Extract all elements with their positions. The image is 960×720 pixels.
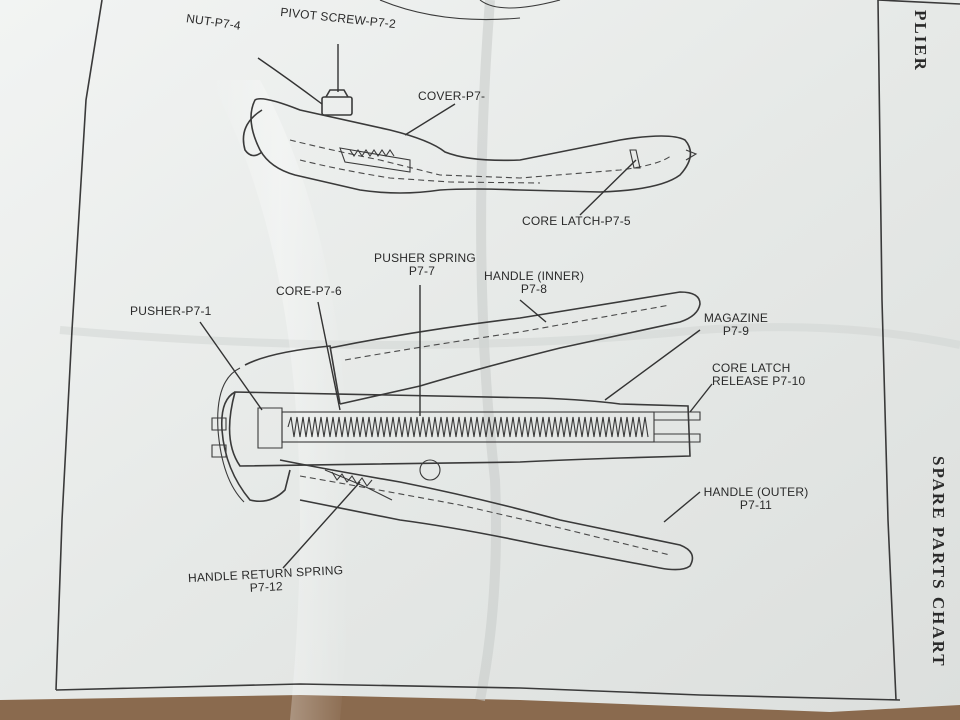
leader-core-latch-release: [689, 383, 713, 413]
side-title: SPARE PARTS CHART: [929, 456, 948, 668]
leader-pusher: [199, 321, 263, 411]
label-core-latch-release: CORE LATCH RELEASE P7-10: [712, 362, 805, 388]
top-plier-outline: [250, 97, 692, 194]
leader-magazine: [604, 329, 701, 401]
glare-band: [210, 80, 350, 720]
label-pusher-spring: PUSHER SPRING P7-7: [374, 251, 476, 278]
top-plier-drawing: [242, 89, 698, 194]
leader-cover: [404, 103, 456, 136]
handle-outer-dash: [299, 475, 671, 556]
head-top-arc: [244, 345, 341, 405]
label-handle-inner-code: P7-8: [520, 282, 548, 296]
pusher-shape: [257, 407, 283, 449]
head-front: [220, 391, 291, 503]
border-bottom: [55, 683, 901, 701]
leader-nut: [257, 57, 323, 105]
top-plier-inner-2: [299, 159, 541, 184]
top-curve: [379, 0, 521, 21]
top-plier-inner: [289, 139, 673, 179]
pivot-circle: [419, 459, 441, 481]
label-handle-outer: HANDLE (OUTER) P7-11: [702, 486, 810, 512]
handle-inner-dash: [344, 304, 671, 361]
return-spring-shape: [324, 469, 393, 501]
label-pusher-spring-code: P7-7: [408, 264, 436, 278]
label-handle-outer-code: P7-11: [739, 498, 773, 512]
border-right: [877, 0, 897, 701]
core-latch-shape: [629, 149, 641, 169]
crease-horizontal: [59, 323, 960, 349]
handle-inner-shape: [329, 291, 701, 405]
label-handle-inner-name: HANDLE (INNER): [484, 269, 585, 283]
top-plier-mechanism: [339, 147, 411, 173]
crease-vertical: [475, 0, 501, 701]
pivot-screw-shape: [325, 89, 349, 98]
handle-outer-shape: [279, 459, 694, 571]
label-core-latch-release-code: RELEASE P7-10: [712, 374, 806, 388]
leader-handle-return-spring: [282, 481, 361, 569]
label-pusher: PUSHER-P7-1: [130, 304, 212, 318]
bottom-plier-drawing: [211, 291, 701, 571]
label-core-latch-release-name: CORE LATCH: [712, 361, 791, 375]
title-box-line: [877, 0, 960, 5]
leader-lines: [199, 44, 713, 569]
core-latch-release-rods: [654, 411, 701, 443]
border-left: [55, 0, 103, 691]
nut-shape: [321, 96, 353, 116]
top-curve-2: [479, 0, 561, 9]
magazine-body: [228, 391, 691, 467]
label-handle-inner: HANDLE (INNER) P7-8: [484, 270, 584, 296]
pusher-spring-teeth: [287, 416, 649, 438]
label-core: CORE-P7-6: [276, 284, 342, 298]
label-magazine-code: P7-9: [722, 324, 750, 338]
top-plier-teeth: [349, 149, 395, 157]
top-plier-tip: [685, 149, 698, 161]
leader-core: [317, 301, 341, 411]
leader-handle-inner: [519, 299, 547, 323]
label-core-latch-top: CORE LATCH-P7-5: [522, 214, 631, 228]
leader-core-latch: [579, 159, 637, 216]
head-tabs: [211, 417, 227, 458]
label-magazine: MAGAZINE P7-9: [694, 312, 778, 338]
top-plier-rear-hook: [242, 109, 263, 157]
title-fragment: PLIER: [911, 10, 930, 72]
leader-handle-outer: [663, 491, 701, 523]
return-spring-coils: [331, 471, 373, 487]
label-magazine-name: MAGAZINE: [703, 311, 769, 325]
label-handle-outer-name: HANDLE (OUTER): [703, 485, 809, 499]
label-pusher-spring-name: PUSHER SPRING: [374, 251, 476, 265]
label-cover: COVER-P7-: [418, 89, 486, 103]
